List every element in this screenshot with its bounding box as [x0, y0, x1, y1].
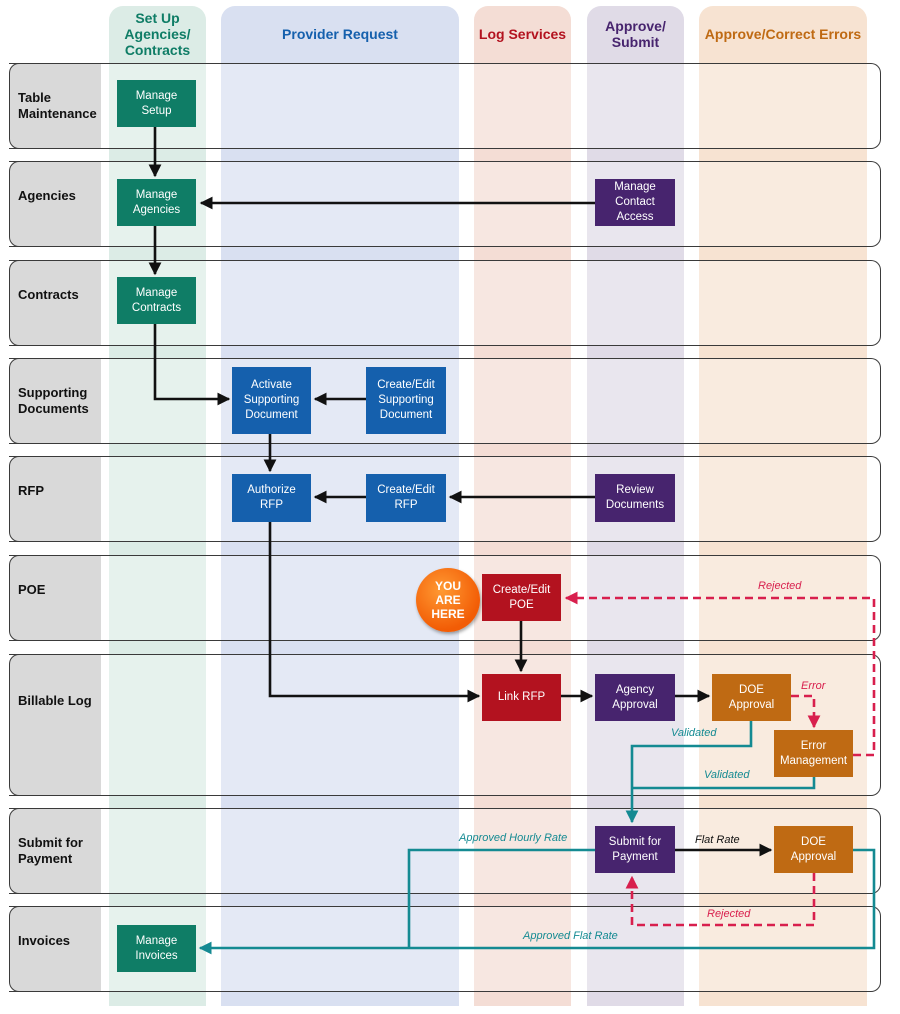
lane-header-setup: Set Up Agencies/ Contracts [124, 10, 191, 58]
arrow-rejected-to-create-poe [564, 591, 876, 757]
you-are-here-badge: YOU ARE HERE [416, 568, 480, 632]
box-doe-approval-payment[interactable]: DOE Approval [774, 826, 853, 873]
edge-label-rejected-poe: Rejected [758, 580, 802, 592]
edge-label-error: Error [801, 680, 826, 692]
lane-header-approve-correct: Approve/Correct Errors [704, 26, 862, 42]
box-manage-contracts[interactable]: Manage Contracts [117, 277, 196, 324]
box-agency-approval[interactable]: Agency Approval [595, 674, 675, 721]
edge-label-approved-hourly-rate: Approved Hourly Rate [459, 832, 568, 844]
arrow-contracts-to-activate [153, 324, 231, 406]
arrow-approved-hourly-rate [407, 848, 595, 948]
edge-label-flat-rate: Flat Rate [695, 834, 740, 846]
box-submit-for-payment[interactable]: Submit for Payment [595, 826, 675, 873]
row-label-invoices: Invoices [9, 906, 101, 992]
row-label-agencies: Agencies [9, 161, 101, 247]
edge-label-rejected-payment: Rejected [707, 908, 751, 920]
row-label-submit-for-payment: Submit for Payment [9, 808, 101, 894]
box-create-edit-poe[interactable]: Create/Edit POE [482, 574, 561, 621]
arrow-approved-flat-rate [198, 848, 876, 955]
lane-log-services [474, 6, 571, 1006]
arrow-rejected-to-submit [625, 873, 816, 927]
arrow-error-to-error-management [791, 694, 821, 729]
box-manage-contact-access[interactable]: Manage Contact Access [595, 179, 675, 226]
row-label-poe: POE [9, 555, 101, 641]
box-review-documents[interactable]: Review Documents [595, 474, 675, 522]
lane-header-provider-request: Provider Request [282, 26, 398, 42]
arrow-doe-validated-to-submit [625, 721, 753, 824]
box-manage-setup[interactable]: Manage Setup [117, 80, 196, 127]
row-label-contracts: Contracts [9, 260, 101, 346]
box-authorize-rfp[interactable]: Authorize RFP [232, 474, 311, 522]
lane-header-log-services: Log Services [478, 26, 567, 42]
edge-label-validated-2: Validated [704, 769, 750, 781]
row-label-rfp: RFP [9, 456, 101, 542]
box-activate-supporting-document[interactable]: Activate Supporting Document [232, 367, 311, 434]
box-doe-approval-log[interactable]: DOE Approval [712, 674, 791, 721]
row-label-supporting-documents: Supporting Documents [9, 358, 101, 444]
box-manage-invoices[interactable]: Manage Invoices [117, 925, 196, 972]
box-create-edit-rfp[interactable]: Create/Edit RFP [366, 474, 446, 522]
box-link-rfp[interactable]: Link RFP [482, 674, 561, 721]
row-label-table-maintenance: Table Maintenance [9, 63, 101, 149]
edge-label-approved-flat-rate: Approved Flat Rate [523, 930, 618, 942]
arrow-error-validated-to-submit [632, 777, 816, 790]
box-error-management[interactable]: Error Management [774, 730, 853, 777]
edge-label-validated-1: Validated [671, 727, 717, 739]
box-manage-agencies[interactable]: Manage Agencies [117, 179, 196, 226]
arrow-authorize-to-link-rfp [268, 522, 481, 703]
lane-header-approve-submit: Approve/ Submit [605, 18, 666, 50]
row-label-billable-log: Billable Log [9, 654, 101, 796]
box-create-edit-supporting-document[interactable]: Create/Edit Supporting Document [366, 367, 446, 434]
